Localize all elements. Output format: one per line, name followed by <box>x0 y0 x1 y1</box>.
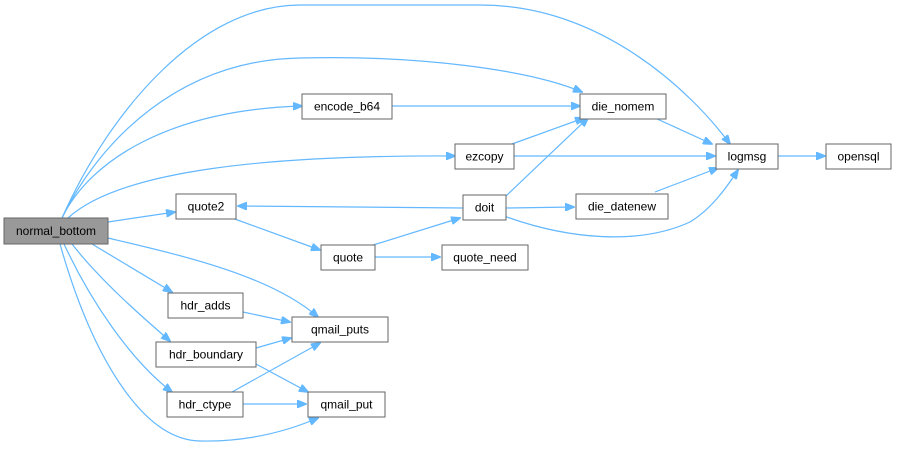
node-hdr_ctype[interactable]: hdr_ctype <box>166 391 244 418</box>
edge-ezcopy-die_nomem <box>511 118 584 145</box>
edge-normal_bottom-ezcopy <box>67 156 455 219</box>
edge-normal_bottom-qmail_puts <box>107 237 318 317</box>
node-hdr_boundary[interactable]: hdr_boundary <box>155 341 257 368</box>
edge-normal_bottom-hdr_boundary <box>71 243 170 341</box>
node-label-encode_b64: encode_b64 <box>314 100 380 114</box>
edge-hdr_adds-qmail_puts <box>242 311 290 322</box>
node-die_datenew[interactable]: die_datenew <box>575 193 669 220</box>
edge-die_nomem-logmsg <box>654 117 712 144</box>
node-opensql[interactable]: opensql <box>825 143 892 170</box>
node-encode_b64[interactable]: encode_b64 <box>301 93 393 120</box>
node-label-quote_need: quote_need <box>453 251 516 265</box>
edges <box>59 4 825 442</box>
edge-hdr_boundary-qmail_puts <box>255 338 291 349</box>
node-label-hdr_adds: hdr_adds <box>180 299 230 313</box>
node-label-hdr_ctype: hdr_ctype <box>179 398 232 412</box>
node-hdr_adds[interactable]: hdr_adds <box>167 292 244 319</box>
node-die_nomem[interactable]: die_nomem <box>579 93 667 120</box>
edge-die_datenew-logmsg <box>654 168 718 193</box>
edge-doit-die_nomem <box>505 118 588 197</box>
edge-normal_bottom-encode_b64 <box>61 106 302 219</box>
node-label-quote: quote <box>333 251 363 265</box>
edge-normal_bottom-die_nomem <box>61 57 582 219</box>
node-label-qmail_puts: qmail_puts <box>311 323 369 337</box>
edge-normal_bottom-hdr_ctype <box>63 243 172 392</box>
node-quote[interactable]: quote <box>320 244 376 271</box>
node-label-quote2: quote2 <box>188 200 225 214</box>
node-label-opensql: opensql <box>837 150 879 164</box>
edge-normal_bottom-hdr_adds <box>91 243 172 292</box>
node-quote_need[interactable]: quote_need <box>441 244 529 271</box>
edge-doit-logmsg <box>503 170 738 238</box>
node-logmsg[interactable]: logmsg <box>715 143 779 170</box>
node-label-ezcopy: ezcopy <box>465 150 503 164</box>
node-ezcopy[interactable]: ezcopy <box>454 143 515 170</box>
edge-doit-die_datenew <box>505 207 574 208</box>
edge-quote2-quote <box>231 217 320 250</box>
node-label-die_datenew: die_datenew <box>588 200 656 214</box>
node-label-normal_bottom: normal_bottom <box>16 224 96 238</box>
node-normal_bottom[interactable]: normal_bottom <box>3 217 109 245</box>
node-label-die_nomem: die_nomem <box>592 100 655 114</box>
edge-hdr_ctype-qmail_puts <box>231 343 320 393</box>
node-label-hdr_boundary: hdr_boundary <box>169 348 243 362</box>
node-label-qmail_put: qmail_put <box>320 398 373 412</box>
edge-hdr_boundary-qmail_put <box>255 363 308 392</box>
node-quote2[interactable]: quote2 <box>175 193 237 220</box>
node-qmail_put[interactable]: qmail_put <box>307 391 386 418</box>
node-doit[interactable]: doit <box>462 194 507 221</box>
edge-normal_bottom-qmail_put <box>59 243 318 442</box>
node-qmail_puts[interactable]: qmail_puts <box>291 316 389 343</box>
node-label-logmsg: logmsg <box>728 150 767 164</box>
nodes: normal_bottom encode_b64 die_nomem ezcop… <box>3 93 892 418</box>
node-label-doit: doit <box>475 201 495 215</box>
edge-quote-doit <box>369 218 460 247</box>
edge-normal_bottom-quote2 <box>107 212 175 223</box>
edge-normal_bottom-logmsg <box>61 4 730 219</box>
edge-doit-quote2 <box>238 206 464 208</box>
